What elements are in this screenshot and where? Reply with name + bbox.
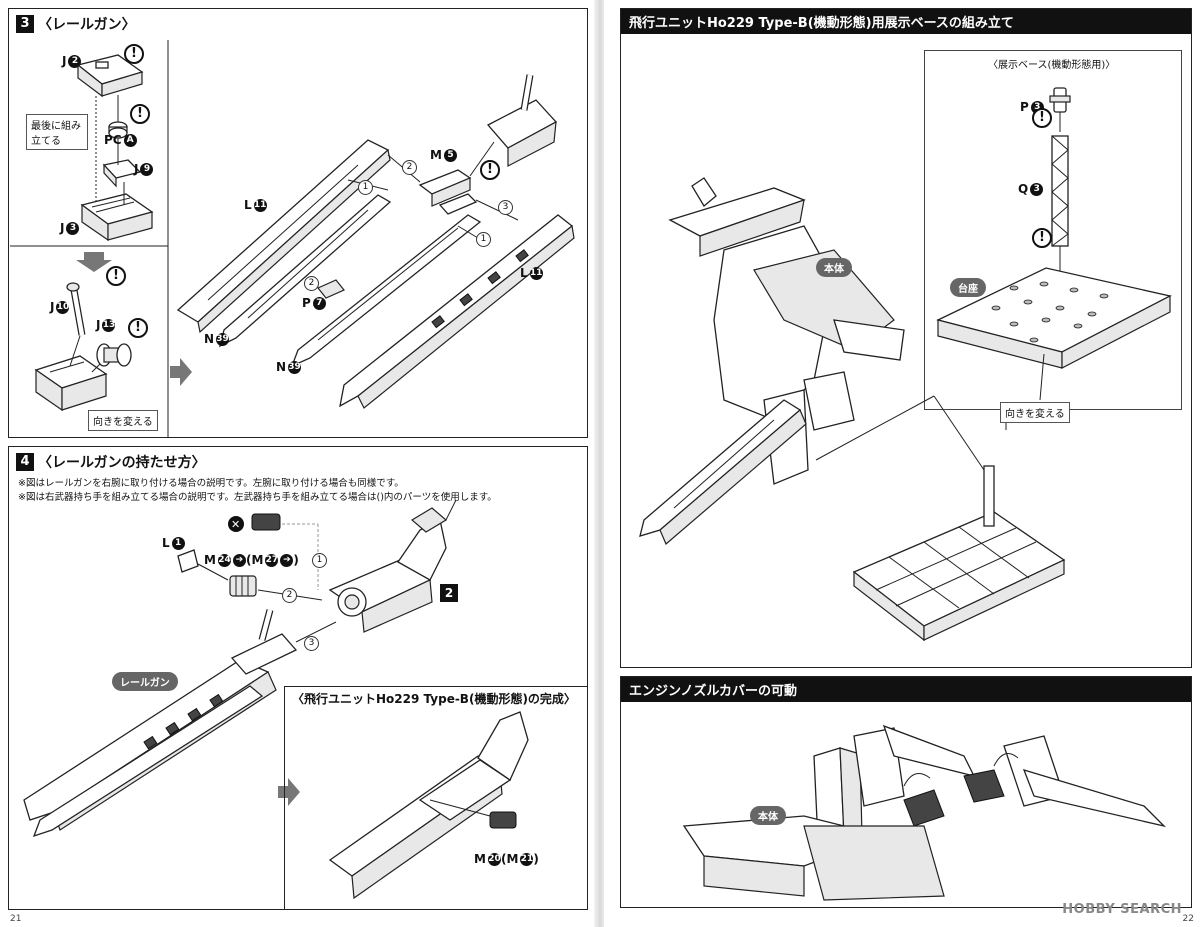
complete-frame	[284, 686, 588, 910]
left-page: 3 〈レールガン〉	[0, 0, 596, 927]
seq-3: 3	[304, 636, 319, 651]
caution-icon: !	[480, 160, 500, 180]
step3-railgun-parts	[170, 74, 575, 409]
step3-badge: 3	[16, 15, 34, 33]
section1-parts	[639, 87, 1172, 642]
caution-icon: !	[1032, 108, 1052, 128]
seq-2: 2	[402, 160, 417, 175]
step4-title: 4 〈レールガンの持たせ方〉	[16, 452, 206, 472]
section1-title: 飛行ユニットHo229 Type-B(機動形態)用展示ベースの組み立て	[621, 9, 1191, 34]
caution-icon: !	[128, 318, 148, 338]
step4-badge: 4	[16, 453, 34, 471]
caution-icon: !	[106, 266, 126, 286]
step-ref-2: 2	[440, 584, 458, 602]
base-label: 〈展示ベース(機動形態用)〉	[988, 60, 1116, 71]
step4-note-2: ※図は右武器持ち手を組み立てる場合の説明です。左武器持ち手を組み立てる場合は()…	[18, 492, 497, 503]
step3-dividers	[10, 40, 169, 438]
body-pill-2: 本体	[750, 806, 786, 825]
seq-1: 1	[312, 553, 327, 568]
hobby-search-watermark: HOBBY SEARCH	[1062, 902, 1182, 917]
step4-frame	[8, 446, 588, 910]
caution-icon: !	[1032, 228, 1052, 248]
step4-note-1: ※図はレールガンを右腕に取り付ける場合の説明です。左腕に取り付ける場合も同様です…	[18, 478, 404, 489]
note-turn: 向きを変える	[88, 410, 158, 431]
step3-title: 3 〈レールガン〉	[16, 14, 136, 34]
note-turn-right: 向きを変える	[1000, 402, 1070, 423]
step4-parts: ✕	[23, 499, 529, 900]
seq-1: 1	[358, 180, 373, 195]
complete-title: 〈飛行ユニットHo229 Type-B(機動形態)の完成〉	[292, 692, 576, 706]
seq-3: 3	[498, 200, 513, 215]
section2-parts	[682, 724, 1167, 901]
step3-title-text: 〈レールガン〉	[38, 17, 136, 33]
right-page: 飛行ユニットHo229 Type-B(機動形態)用展示ベースの組み立て 〈展示ベ…	[604, 0, 1200, 927]
section2-title: エンジンノズルカバーの可動	[621, 677, 1191, 702]
book-gutter	[594, 0, 606, 927]
seq-2b: 2	[304, 276, 319, 291]
note-assemble-last: 最後に組み 立てる	[26, 114, 88, 150]
seq-1b: 1	[476, 232, 491, 247]
step4-title-text: 〈レールガンの持たせ方〉	[38, 455, 206, 471]
stand-pill: 台座	[950, 278, 986, 297]
caution-icon: !	[124, 44, 144, 64]
caution-icon: !	[130, 104, 150, 124]
svg-text:✕: ✕	[231, 518, 240, 531]
page-number-right: 22	[1182, 914, 1194, 924]
seq-2: 2	[282, 588, 297, 603]
page-number-left: 21	[10, 914, 22, 924]
step3-left-parts	[34, 54, 154, 412]
body-pill: 本体	[816, 258, 852, 277]
railgun-pill: レールガン	[112, 672, 178, 691]
